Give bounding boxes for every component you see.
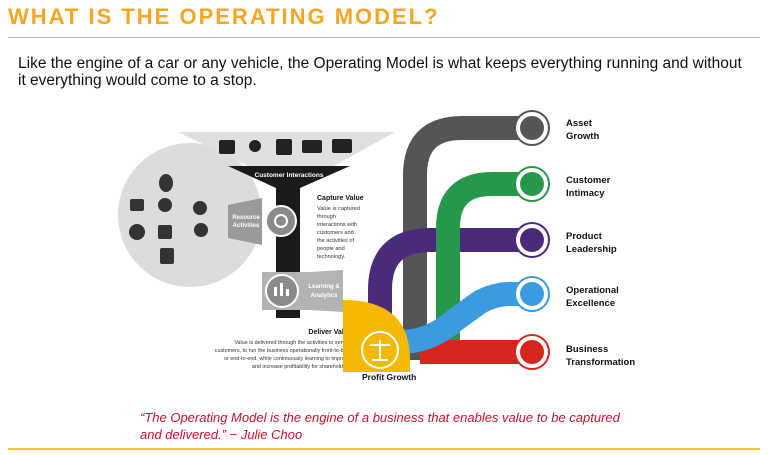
outcome-label: Leadership — [566, 244, 617, 255]
interaction-icons — [219, 139, 352, 155]
svg-text:technology.: technology. — [317, 254, 346, 260]
resource-circle — [118, 143, 262, 287]
resource-panel — [228, 198, 262, 245]
worker-icon — [158, 225, 172, 239]
outcome-label: Asset — [566, 118, 593, 129]
svg-text:customers and: customers and — [317, 230, 354, 236]
resource-label-line2: Activities — [233, 223, 260, 229]
shop-icon — [219, 140, 235, 154]
pipe-operational-excellence — [399, 282, 530, 354]
svg-text:and increase profitability for: and increase profitability for sharehold… — [252, 364, 352, 370]
page-title: WHAT IS THE OPERATING MODEL? — [8, 4, 440, 29]
outcome-label: Excellence — [566, 298, 615, 309]
deliver-description: Value is delivered through the activitie… — [215, 340, 353, 370]
svg-text:people and: people and — [317, 246, 345, 252]
resource-icons — [129, 174, 208, 264]
bottom-divider — [8, 448, 760, 450]
document-icon — [276, 139, 292, 155]
capture-title: Capture Value — [317, 195, 364, 202]
database-icon — [159, 174, 173, 192]
svg-text:interactions with: interactions with — [317, 222, 357, 228]
support-icon — [194, 223, 208, 237]
capture-description: Value is captured through interactions w… — [317, 206, 360, 260]
outcome-label: Business — [566, 344, 608, 355]
outcome-label: Transformation — [566, 357, 635, 368]
outcome-label: Customer — [566, 175, 611, 186]
outcome-icons — [514, 110, 550, 370]
resource-label-line1: Resource — [232, 215, 260, 221]
title-divider — [8, 37, 760, 38]
pipe-customer-intimacy — [436, 172, 530, 360]
svg-text:the activities of: the activities of — [317, 238, 354, 244]
outcome-label: Operational — [566, 285, 619, 296]
desk-icon — [160, 248, 174, 264]
pipe-asset-growth — [403, 116, 530, 360]
funnel-label: Customer Interactions — [255, 172, 324, 179]
outcome-label: Intimacy — [566, 188, 605, 199]
meeting-icon — [302, 140, 322, 153]
cart-icon — [332, 139, 352, 153]
svg-text:Value is captured: Value is captured — [317, 206, 360, 212]
person-icon — [249, 140, 261, 152]
svg-text:Value is delivered through the: Value is delivered through the activitie… — [234, 340, 352, 346]
cloud-icon — [129, 224, 145, 240]
svg-text:or end-to-end, while continuou: or end-to-end, while continuously learni… — [224, 356, 352, 362]
outcome-label: Growth — [566, 131, 599, 142]
outcome-label: Product — [566, 231, 603, 242]
gears-icon — [265, 205, 297, 237]
svg-text:customers, to run the business: customers, to run the business operation… — [215, 348, 353, 354]
quote-text: “The Operating Model is the engine of a … — [140, 410, 620, 442]
team-icon — [158, 198, 172, 212]
intro-text: Like the engine of a car or any vehicle,… — [18, 55, 742, 89]
svg-text:through: through — [317, 214, 336, 220]
pipe-product-leadership — [368, 228, 530, 330]
deliver-title: Deliver Value — [308, 329, 352, 336]
computer-icon — [130, 199, 144, 211]
staff-icon — [193, 201, 207, 215]
funnel-body — [228, 166, 350, 318]
hub-label: Profit Growth — [362, 372, 416, 382]
outcome-pipes — [368, 116, 530, 364]
outcome-labels: Asset Growth Customer Intimacy Product L… — [566, 118, 635, 368]
learning-label-line2: Analytics — [311, 293, 338, 299]
learning-label-line1: Learning & — [308, 284, 340, 290]
